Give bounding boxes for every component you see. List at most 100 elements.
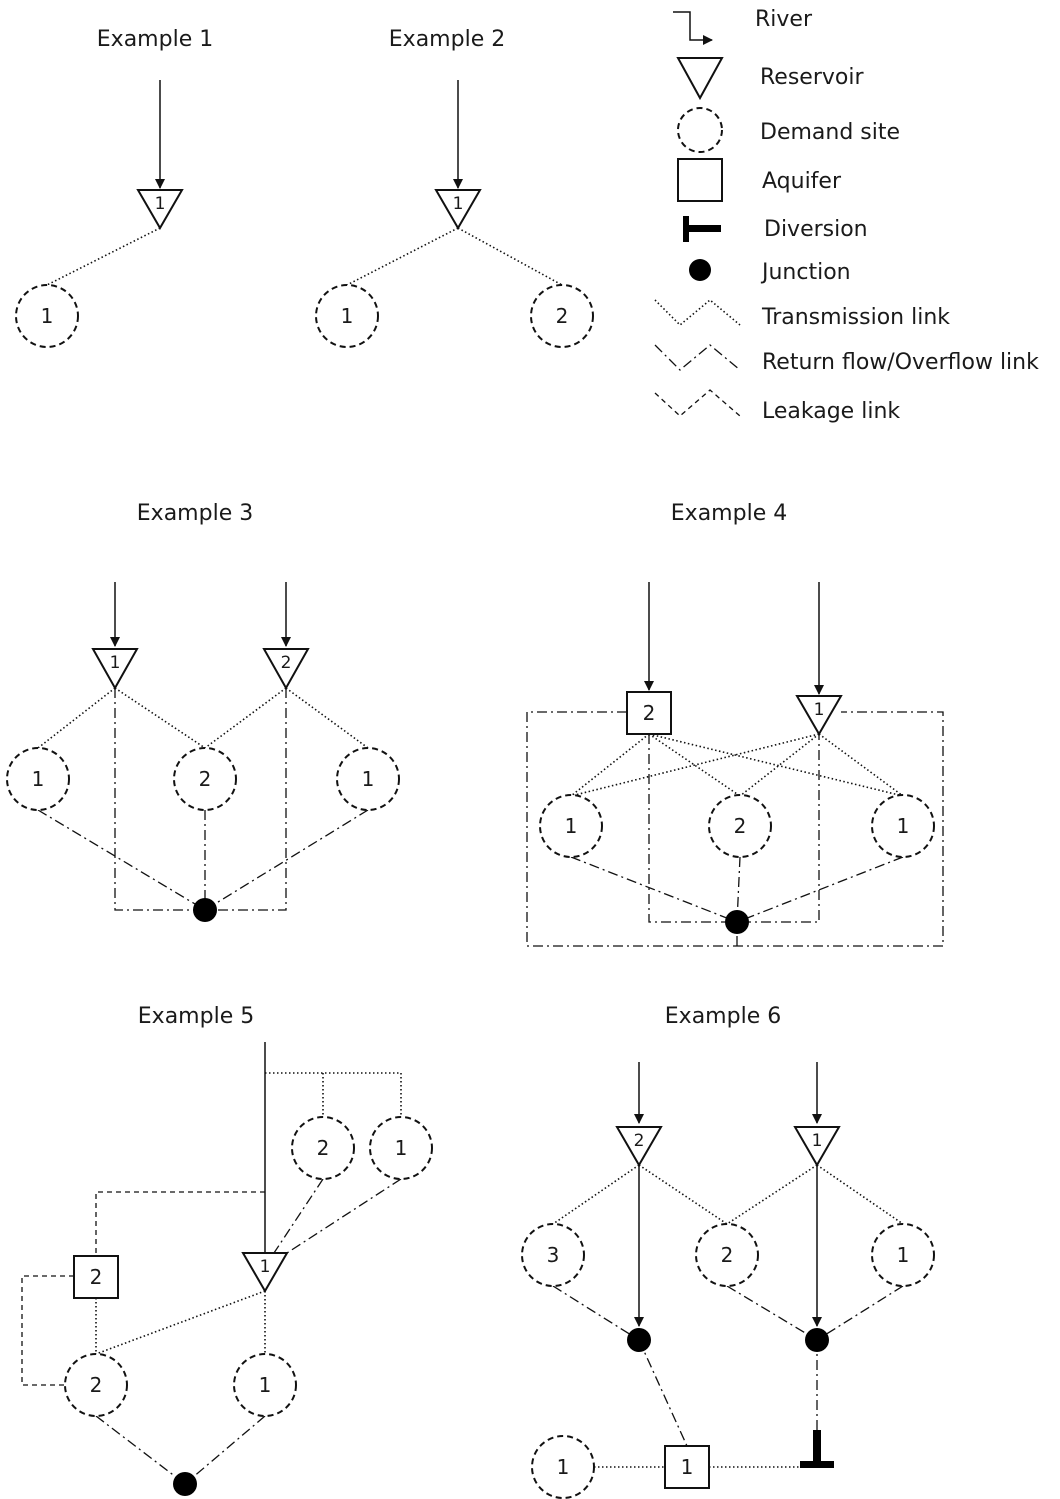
aquifer <box>626 691 672 735</box>
transmission-link <box>638 1164 728 1225</box>
example-4-title: Example 4 <box>671 501 787 526</box>
return-flow-link <box>269 1178 402 1265</box>
aquifer <box>73 1255 119 1299</box>
demand-site <box>173 747 237 811</box>
reservoir-label: 2 <box>634 1131 645 1151</box>
reservoir-label: 1 <box>453 194 464 214</box>
return-flow-link <box>570 856 738 923</box>
demand-site-label: 1 <box>341 304 354 328</box>
legend-demand-site: Demand site <box>677 107 900 153</box>
leakage-link <box>21 1275 74 1386</box>
leakage-link-icon <box>654 389 741 417</box>
legend-junction: Junction <box>689 259 851 285</box>
legend-diversion: Diversion <box>683 216 868 242</box>
demand-site-label: 1 <box>897 814 910 838</box>
demand-site-label: 1 <box>395 1136 408 1160</box>
river-arrow-icon <box>673 11 713 45</box>
legend-return-flow-link: Return flow/Overflow link <box>654 344 1039 375</box>
aquifer-label: 2 <box>643 701 656 725</box>
legend-label-diversion: Diversion <box>764 217 868 242</box>
junction-icon <box>689 259 711 281</box>
legend-leakage-link: Leakage link <box>654 389 900 424</box>
reservoir <box>795 695 843 736</box>
demand-site <box>315 284 379 348</box>
reservoir-icon <box>676 57 724 101</box>
demand-site-label: 2 <box>199 767 212 791</box>
aquifer-label: 2 <box>90 1265 103 1289</box>
demand-site <box>369 1116 433 1180</box>
legend-river: River <box>673 7 813 45</box>
return-flow-link <box>37 809 206 911</box>
reservoir <box>615 1126 663 1167</box>
example-4: Example 4 2 1 1 2 1 <box>526 501 944 947</box>
return-flow-link <box>552 1285 640 1341</box>
example-3-title: Example 3 <box>137 501 253 526</box>
reservoir-label: 1 <box>155 194 166 214</box>
legend: River Reservoir Demand site Aquifer Dive… <box>654 7 1039 424</box>
demand-site <box>871 1223 935 1287</box>
reservoir-label: 1 <box>812 1131 823 1151</box>
demand-site-label: 1 <box>557 1455 570 1479</box>
transmission-link <box>570 733 650 797</box>
example-5: Example 5 2 1 2 1 2 1 <box>21 1004 433 1496</box>
transmission-link <box>95 1290 266 1355</box>
demand-site <box>291 1116 355 1180</box>
demand-site <box>336 747 400 811</box>
junction <box>805 1328 829 1352</box>
transmission-link <box>46 227 161 286</box>
transmission-link <box>816 1164 904 1225</box>
example-6-title: Example 6 <box>665 1004 781 1029</box>
demand-site <box>531 1435 595 1499</box>
return-flow-link <box>726 1285 818 1341</box>
demand-site-label: 1 <box>897 1243 910 1267</box>
return-flow-link-icon <box>654 344 741 371</box>
demand-site-label: 2 <box>90 1373 103 1397</box>
transmission-link <box>552 1164 640 1225</box>
reservoir <box>241 1252 289 1293</box>
overflow-link <box>205 688 287 911</box>
demand-site-icon <box>677 107 723 153</box>
return-flow-link <box>638 1339 688 1447</box>
demand-site-label: 2 <box>556 304 569 328</box>
reservoir <box>793 1126 841 1167</box>
transmission-link <box>726 1164 818 1225</box>
junction <box>627 1328 651 1352</box>
overflow-link <box>526 711 944 947</box>
transmission-link <box>114 687 206 749</box>
legend-label-leakage-link: Leakage link <box>762 399 900 424</box>
legend-transmission-link: Transmission link <box>654 298 950 330</box>
example-3: Example 3 1 2 1 2 1 <box>6 501 400 922</box>
demand-site <box>530 284 594 348</box>
example-2-title: Example 2 <box>389 27 505 52</box>
return-flow-link <box>267 1178 324 1263</box>
legend-label-river: River <box>755 7 813 32</box>
aquifer <box>664 1445 710 1489</box>
example-1: Example 1 1 1 <box>15 27 213 348</box>
transmission-link <box>457 227 563 286</box>
junction <box>725 910 749 934</box>
return-flow-link <box>204 809 369 911</box>
aquifer-icon <box>677 158 723 202</box>
demand-site-label: 1 <box>362 767 375 791</box>
return-flow-link <box>95 1415 186 1485</box>
transmission-link <box>265 1072 402 1117</box>
demand-site-label: 1 <box>32 767 45 791</box>
transmission-link <box>285 687 369 749</box>
reservoir-label: 1 <box>814 700 825 720</box>
junction <box>193 898 217 922</box>
transmission-link <box>37 687 116 749</box>
demand-site <box>233 1353 297 1417</box>
transmission-link <box>648 733 904 797</box>
transmission-link <box>570 733 820 797</box>
diversion-icon <box>683 216 721 242</box>
legend-label-aquifer: Aquifer <box>762 169 842 194</box>
demand-site-label: 2 <box>721 1243 734 1267</box>
demand-site <box>15 284 79 348</box>
legend-aquifer: Aquifer <box>677 158 842 202</box>
demand-site <box>6 747 70 811</box>
overflow-link <box>648 734 820 923</box>
demand-site-label: 2 <box>317 1136 330 1160</box>
junction <box>173 1472 197 1496</box>
example-5-title: Example 5 <box>138 1004 254 1029</box>
reservoir-label: 1 <box>260 1257 271 1277</box>
